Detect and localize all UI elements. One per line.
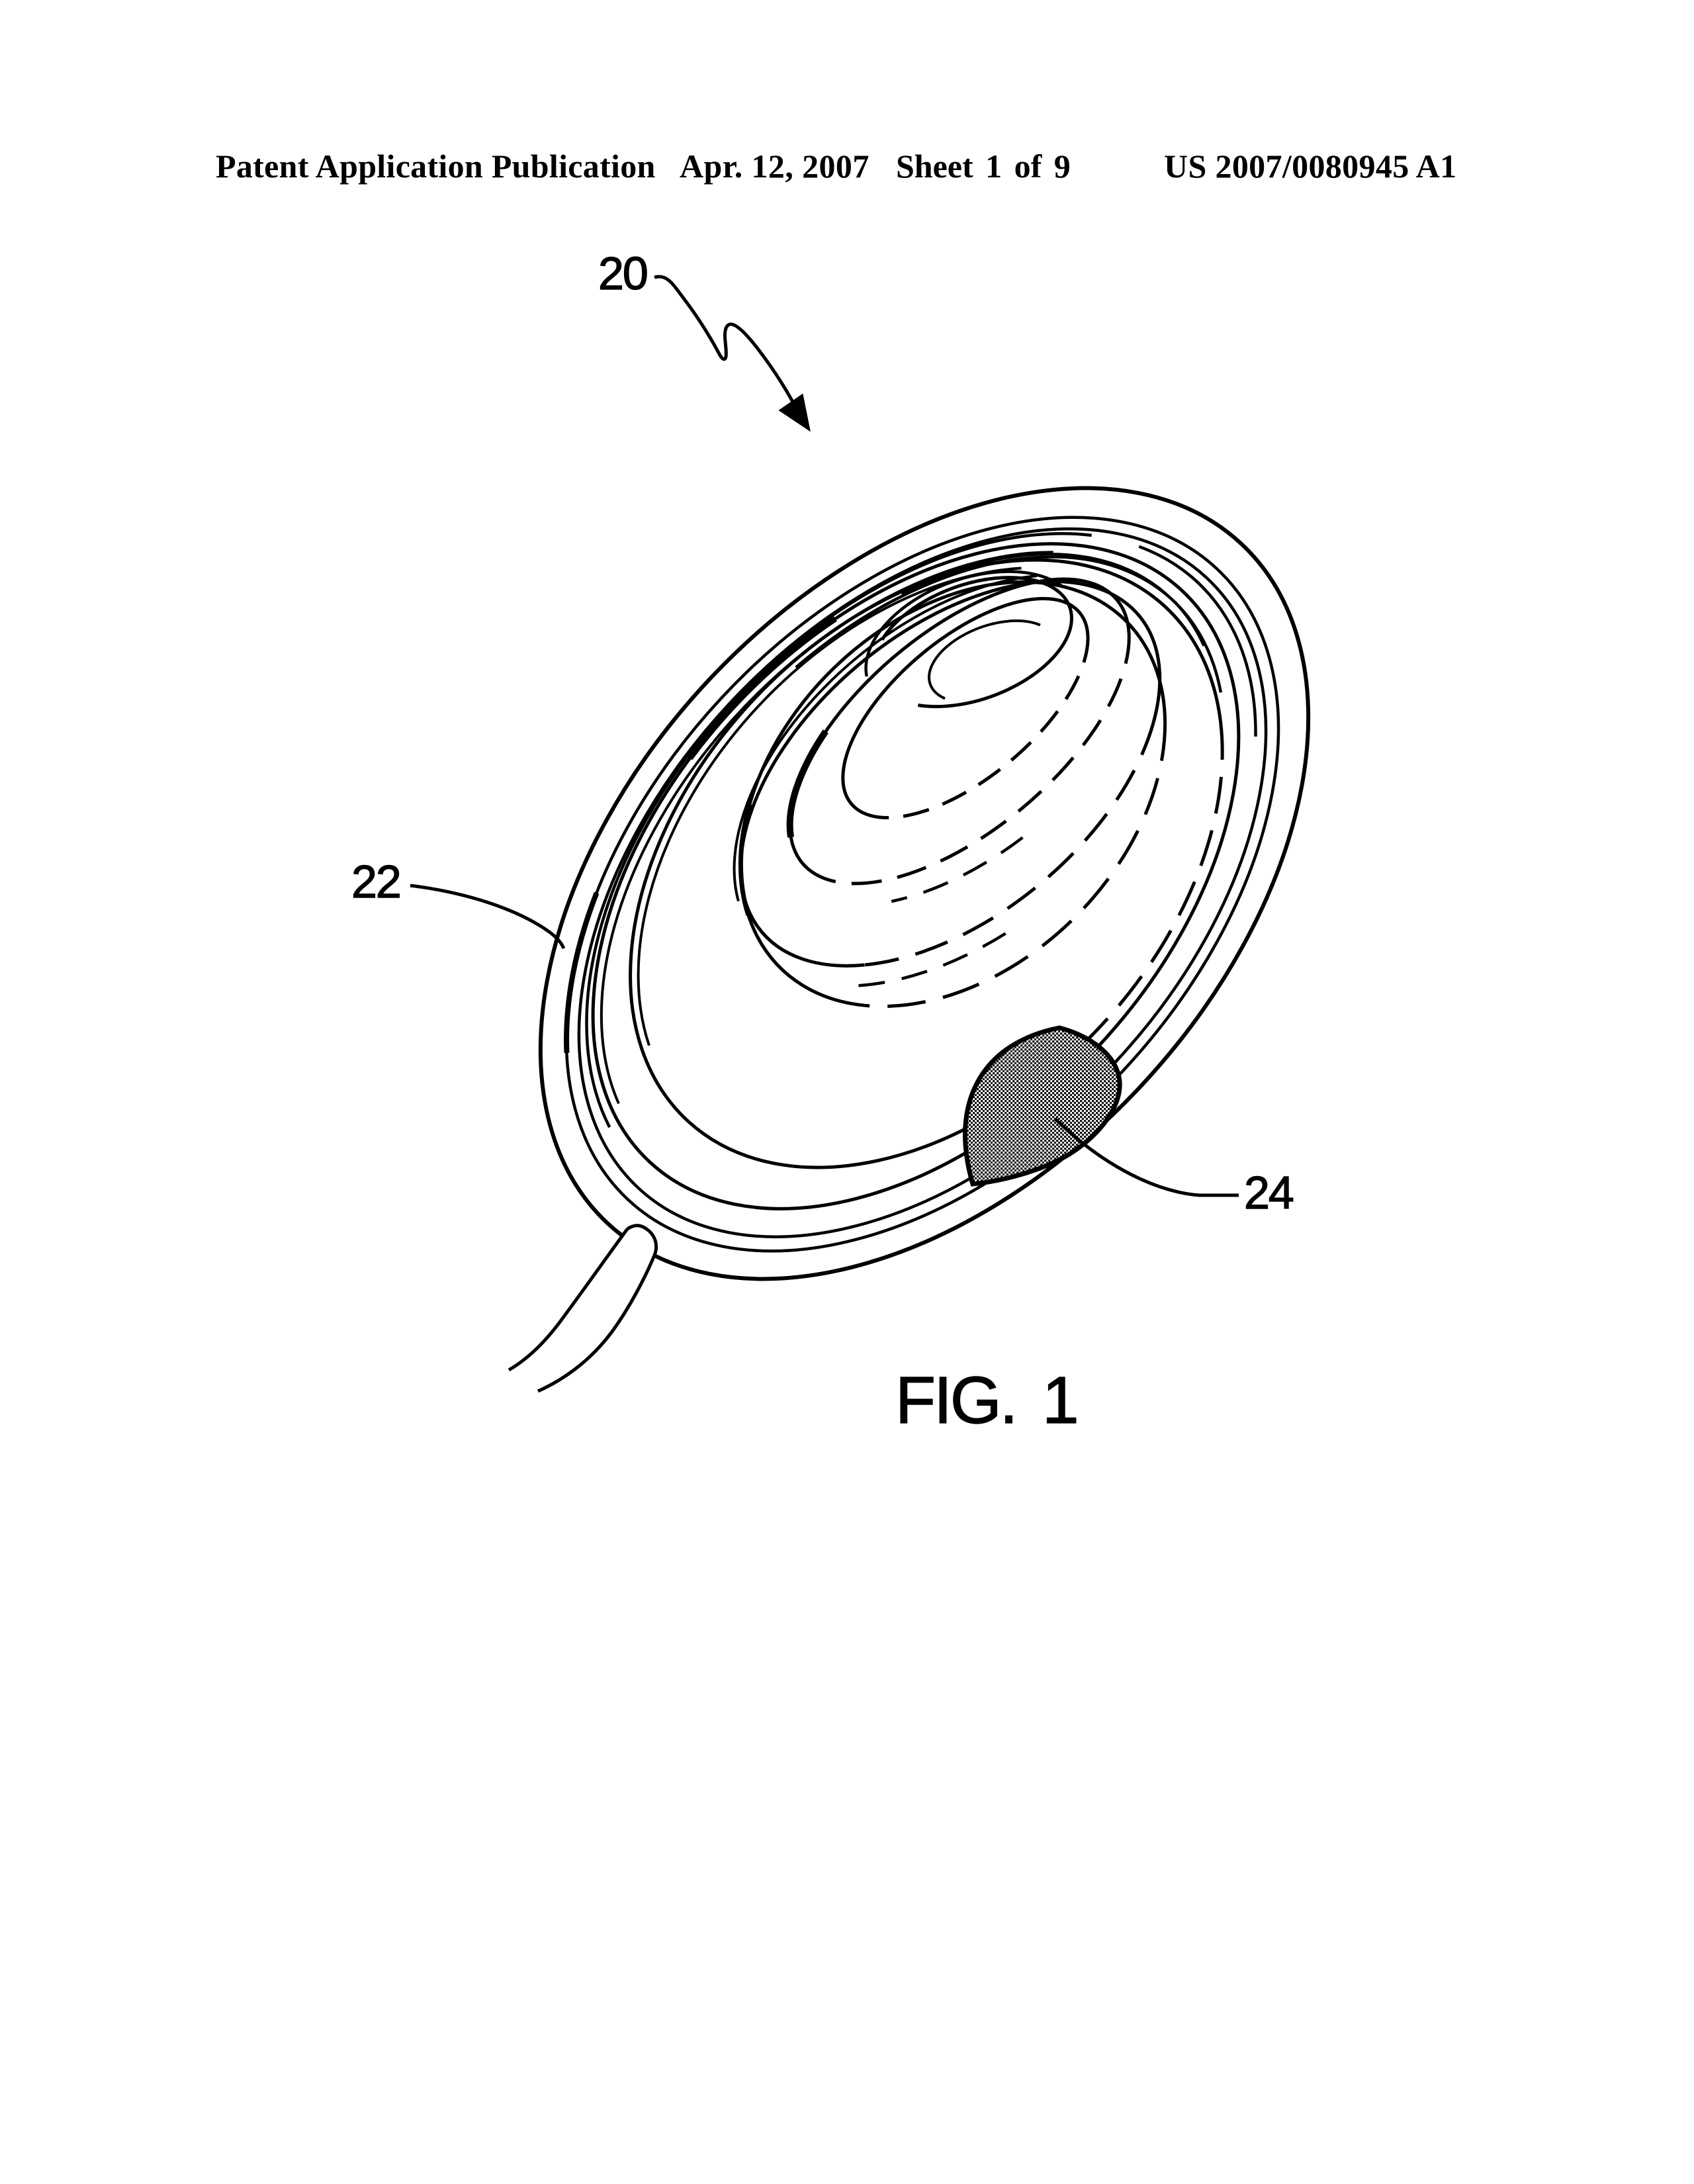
svg-text:FIG.: FIG. — [895, 1363, 1016, 1437]
svg-text:Sheet 1 of 9: Sheet 1 of 9 — [896, 148, 1071, 185]
svg-text:Apr. 12, 2007: Apr. 12, 2007 — [680, 148, 869, 185]
svg-text:22: 22 — [351, 856, 400, 907]
svg-text:Patent Application Publication: Patent Application Publication — [216, 148, 656, 185]
svg-text:1: 1 — [1042, 1363, 1079, 1437]
svg-text:US 2007/0080945 A1: US 2007/0080945 A1 — [1164, 148, 1456, 185]
svg-text:24: 24 — [1244, 1167, 1293, 1218]
svg-text:20: 20 — [598, 248, 647, 299]
